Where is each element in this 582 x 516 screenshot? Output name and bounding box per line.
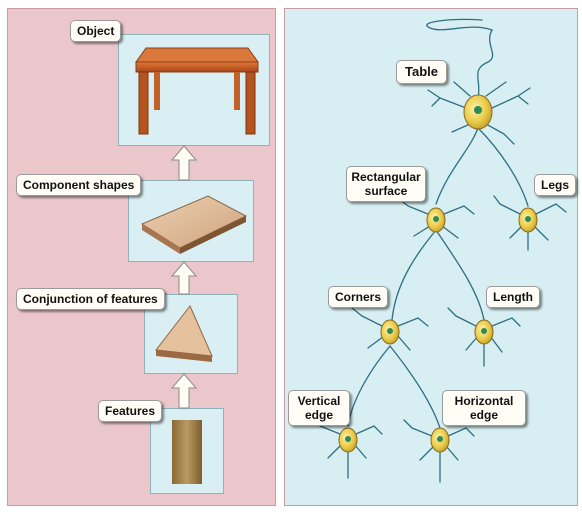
label-vertical-line1: Vertical [293, 394, 345, 408]
label-horizontal-line1: Horizontal [447, 394, 521, 408]
label-table: Table [396, 60, 447, 84]
label-rectangular-surface: Rectangular surface [346, 166, 426, 202]
label-corners: Corners [328, 286, 388, 308]
label-legs: Legs [534, 174, 576, 196]
label-horizontal-line2: edge [447, 408, 521, 422]
label-rectangular-line2: surface [351, 184, 421, 198]
label-length: Length [486, 286, 540, 308]
label-vertical-line2: edge [293, 408, 345, 422]
label-rectangular-line1: Rectangular [351, 170, 421, 184]
label-vertical-edge: Vertical edge [288, 390, 350, 426]
label-horizontal-edge: Horizontal edge [442, 390, 526, 426]
